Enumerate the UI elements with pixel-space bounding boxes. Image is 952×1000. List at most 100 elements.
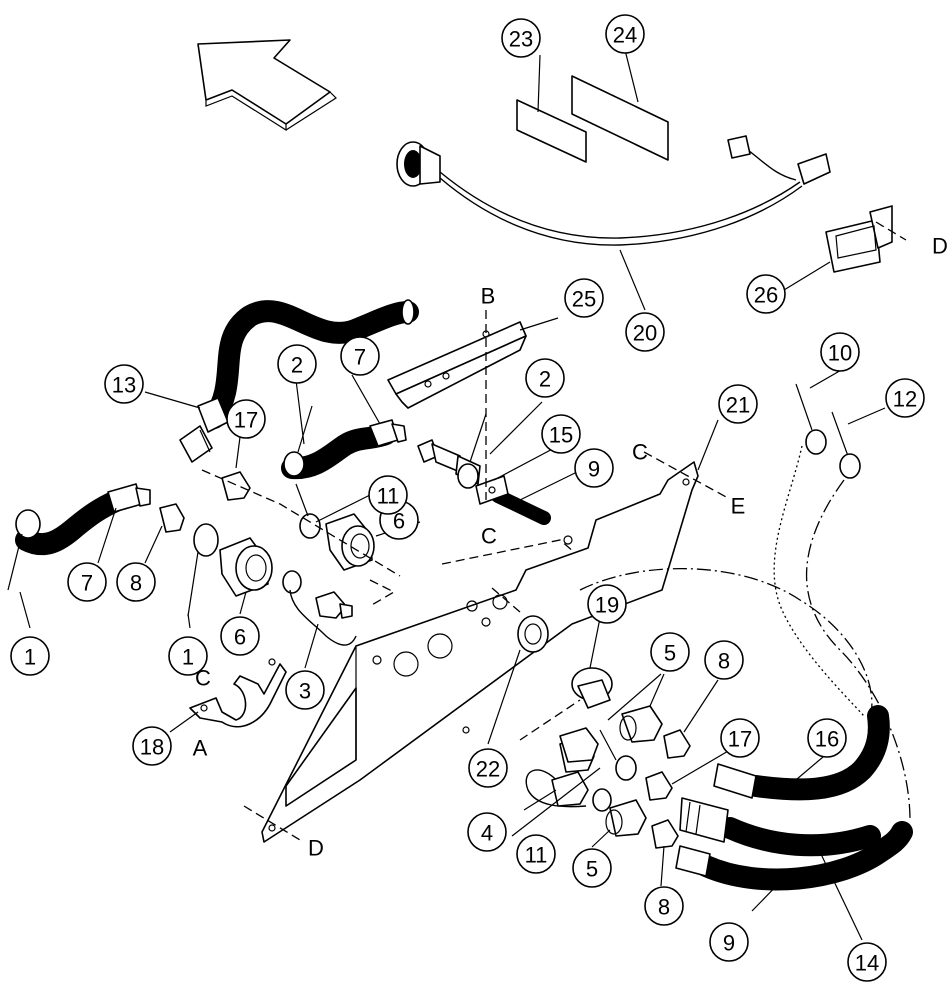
wire-harness-20: [396, 135, 831, 246]
callout-label: 9: [723, 931, 735, 956]
callout-circle: [587, 584, 627, 624]
hose-9-lower: [675, 821, 913, 891]
callout-23-decal: 23: [501, 18, 541, 58]
coupler-5-upper: [619, 705, 663, 743]
callout-17-adapter: 17: [720, 718, 760, 758]
callout-circle: [277, 344, 317, 384]
callout-label: 25: [572, 287, 596, 312]
callout-circle: [467, 812, 507, 852]
callout-circle: [625, 312, 665, 352]
callout-circle: [541, 414, 581, 454]
callout-label: 3: [299, 679, 311, 704]
reference-letter-c: C: [632, 440, 648, 465]
callout-label: 14: [855, 951, 879, 976]
hose-16: [713, 705, 890, 801]
callout-circle: [368, 475, 408, 515]
callout-7-hose: 7: [340, 336, 380, 376]
callout-label: 1: [24, 645, 36, 670]
callout-label: 12: [893, 387, 917, 412]
callout-label: 2: [291, 353, 303, 378]
callout-14-hose: 14: [847, 942, 887, 982]
ring-near-6: [282, 570, 302, 594]
callout-8-adapter: 8: [644, 886, 684, 926]
coupler-6-upper: [325, 513, 375, 571]
pin-2-right: [457, 413, 487, 489]
hose-7-upper: [281, 419, 407, 480]
callout-circle: [116, 562, 156, 602]
callout-label: 5: [664, 641, 676, 666]
callout-15-clamp: 15: [541, 414, 581, 454]
callout-21-bracket: 21: [718, 384, 758, 424]
callout-label: 6: [393, 509, 405, 534]
callout-circle: [720, 718, 760, 758]
callout-22-grommet: 22: [468, 748, 508, 788]
callout-label: 11: [525, 843, 548, 868]
callout-circle: [650, 632, 690, 672]
decal-23: [516, 99, 587, 163]
callout-5-coupler: 5: [650, 632, 690, 672]
callout-circle: [885, 378, 925, 418]
callout-circle: [564, 278, 604, 318]
callout-24-decal: 24: [605, 14, 645, 54]
adapter-8-upper-right: [663, 729, 691, 759]
callout-circle: [644, 886, 684, 926]
pin-1-left: [7, 509, 41, 591]
callout-label: 1: [182, 645, 194, 670]
callout-label: 8: [718, 649, 730, 674]
callout-10-pin: 10: [820, 332, 860, 372]
direction-arrow: [197, 39, 337, 132]
dust-cap-19: [571, 667, 613, 709]
callout-17-adapter: 17: [226, 399, 266, 439]
reference-lines: [201, 221, 911, 841]
coupler-5-lower: [605, 799, 647, 837]
callout-circle: [847, 942, 887, 982]
ring-near-5: [592, 788, 612, 812]
callout-circle: [516, 834, 556, 874]
callout-26-holder: 26: [746, 274, 786, 314]
callout-circle: [820, 332, 860, 372]
callout-2-pin: 2: [525, 358, 565, 398]
callout-circle: [285, 670, 325, 710]
callout-9-hose: 9: [574, 448, 614, 488]
adapter-8-left: [159, 503, 185, 533]
callout-label: 20: [633, 321, 657, 346]
pin-12: [831, 411, 861, 479]
callout-label: 7: [81, 571, 93, 596]
callout-circle: [67, 562, 107, 602]
callout-circle: [501, 18, 541, 58]
reference-letter-a: A: [193, 736, 208, 761]
callout-circle: [746, 274, 786, 314]
callout-8-adapter: 8: [704, 640, 744, 680]
callout-9-hose: 9: [709, 922, 749, 962]
callout-8-adapter: 8: [116, 562, 156, 602]
pin-11-lower: [599, 729, 637, 781]
callout-label: 21: [726, 393, 750, 418]
reference-letter-b: B: [481, 284, 496, 309]
callout-11-pin: 11: [516, 834, 556, 874]
callout-circle: [718, 384, 758, 424]
callout-2-pin: 2: [277, 344, 317, 384]
pin-1-right: [187, 523, 219, 617]
callout-label: 24: [613, 23, 637, 48]
callout-label: 6: [234, 625, 246, 650]
callout-11-pin: 11: [368, 475, 408, 515]
hose-9-upper: [417, 439, 551, 525]
grommet-22: [517, 615, 549, 653]
callout-circle: [807, 718, 847, 758]
callout-label: 16: [815, 727, 839, 752]
coupler-near-4: [559, 727, 599, 763]
callout-circle: [220, 616, 260, 656]
leader-lines: [19, 49, 886, 941]
callout-label: 8: [130, 571, 142, 596]
callout-4-coupler-plug: 4: [467, 812, 507, 852]
callout-circle: [10, 636, 50, 676]
hose-7-left: [15, 483, 151, 556]
ring-11-upper: [295, 483, 321, 539]
reference-letter-d: D: [308, 836, 324, 861]
callout-circle: [226, 399, 266, 439]
callout-20-harness: 20: [625, 312, 665, 352]
pin-2-left: [283, 405, 313, 477]
callout-1-pin: 1: [168, 636, 208, 676]
